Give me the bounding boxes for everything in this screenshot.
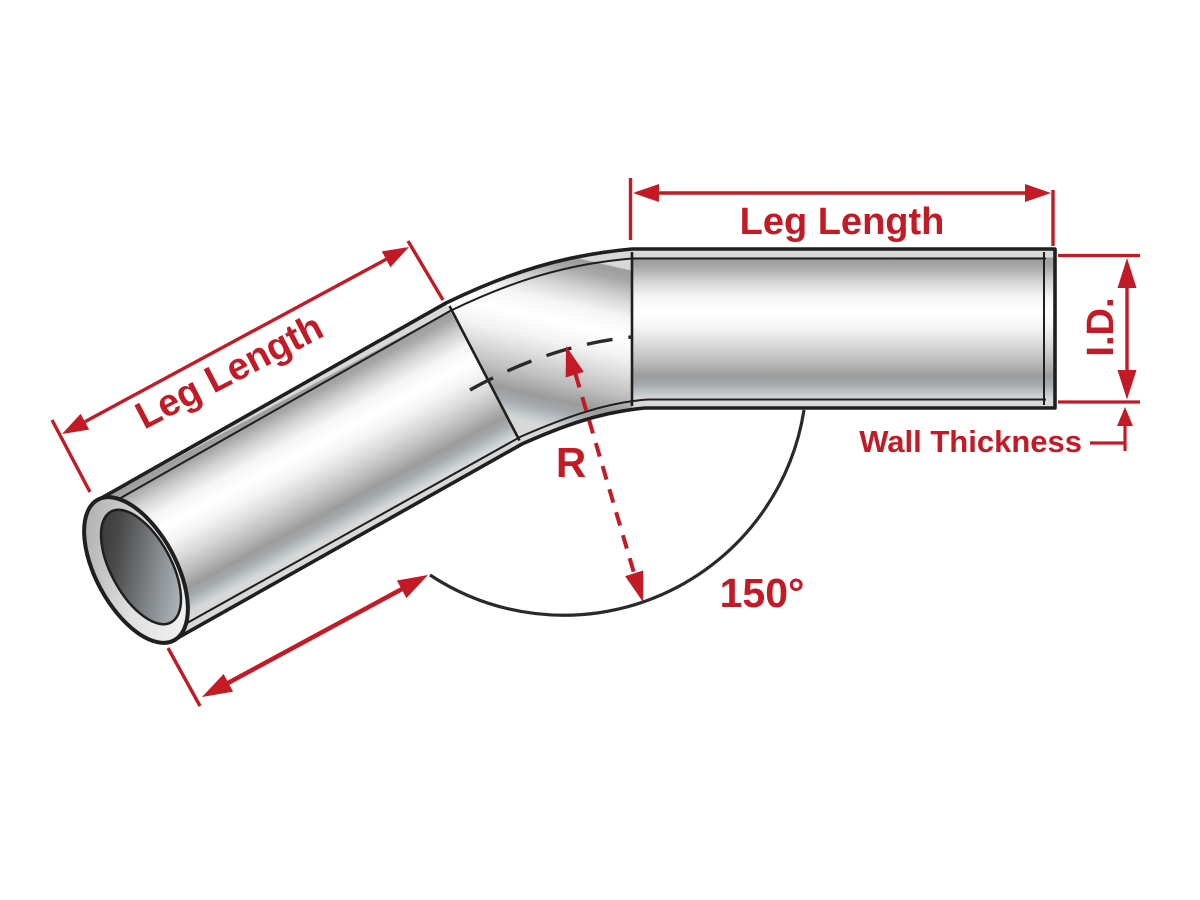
extension-line [406,240,445,301]
label-leg-length-top: Leg Length [740,201,945,243]
arrowhead-up-icon [1117,407,1133,426]
arrowhead-left-icon [62,413,90,434]
bend-angle-arc [429,409,806,617]
dimension-inner-diameter: I.D. [1058,253,1140,404]
arrowhead-down-icon [625,570,644,602]
pipe-body [82,247,1057,645]
arrowhead-right-icon [396,575,428,599]
dimension-leg-length-top: Leg Length [628,178,1055,246]
end-cap-bore [99,508,183,626]
arrowhead-down-icon [1117,370,1137,400]
bend-tangent-line-left [448,305,521,442]
arrowhead-up-icon [1117,258,1137,288]
pipe-left-leg [98,303,522,640]
pipe-bend [446,249,632,444]
label-inner-diameter: I.D. [1080,297,1122,356]
extension-line [166,647,202,707]
bend-centerline-dashed [469,335,633,392]
label-radius: R [556,439,586,486]
extension-line [50,419,92,493]
arrowhead-right-icon [1025,184,1051,202]
label-wall-thickness: Wall Thickness [859,424,1082,459]
pipe-right-leg [632,249,1055,409]
arrowhead-up-icon [565,346,584,378]
label-bend-angle: 150° [720,570,805,616]
pipe-inner-top-line [102,257,1046,509]
pipe-open-end [82,495,190,645]
arrowhead-left-icon [633,184,659,202]
dimension-bend-radius: R [556,346,644,602]
pipe-inner-bottom-line [170,398,1046,633]
dimension-line [84,257,387,424]
ray-line [226,587,404,685]
angle-ray-arrow [166,575,428,707]
dimension-wall-thickness: Wall Thickness [859,407,1133,459]
arrowhead-left-icon [202,674,234,697]
arrowhead-right-icon [381,247,409,268]
radius-dashed-line [573,373,636,574]
